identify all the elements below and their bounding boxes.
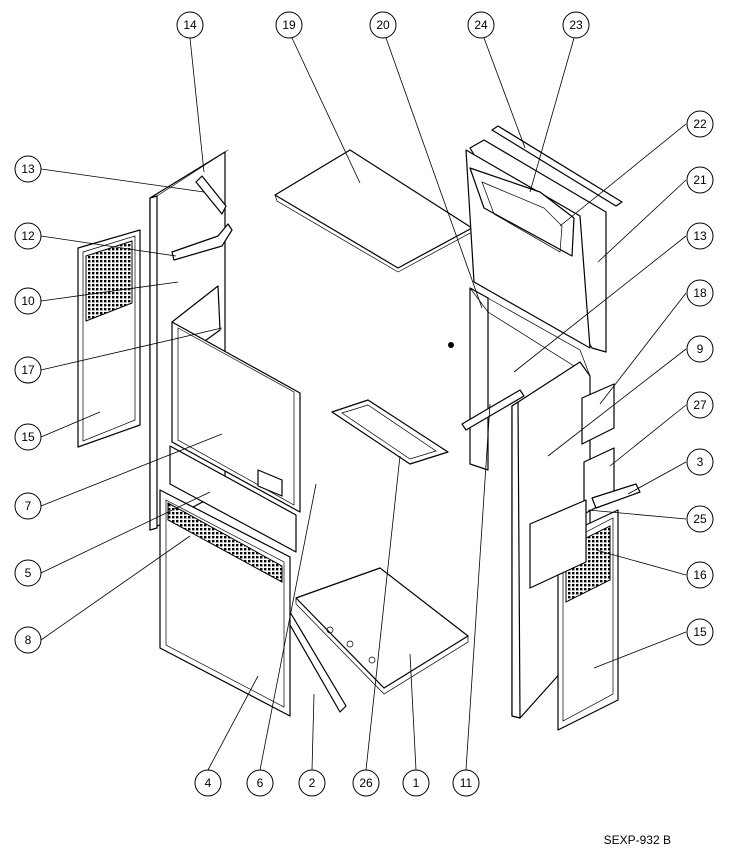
part-3-bracket: [591, 483, 641, 509]
callout-12: 12: [14, 222, 42, 250]
svg-text:11: 11: [460, 776, 473, 790]
svg-text:19: 19: [282, 18, 296, 32]
callout-7: 7: [14, 492, 42, 520]
part-23-opening: [469, 167, 575, 257]
svg-text:25: 25: [693, 512, 707, 526]
callout-4: 4: [194, 769, 222, 797]
svg-text:7: 7: [25, 499, 32, 513]
callout-2: 2: [298, 769, 326, 797]
callout-24: 24: [467, 11, 495, 39]
svg-text:1: 1: [413, 776, 420, 790]
svg-text:8: 8: [25, 633, 32, 647]
callout-20: 20: [369, 11, 397, 39]
part-5-lower-panel: [169, 445, 297, 553]
callout-17: 17: [14, 356, 42, 384]
svg-text:15: 15: [693, 625, 707, 639]
part-13-right-bracket: [461, 389, 525, 431]
svg-text:2: 2: [309, 776, 316, 790]
svg-text:16: 16: [693, 568, 707, 582]
callout-26: 26: [352, 769, 380, 797]
svg-text:24: 24: [474, 18, 488, 32]
part-19-top-cover: [274, 149, 473, 273]
callout-6: 6: [246, 769, 274, 797]
svg-text:10: 10: [21, 294, 35, 308]
part-12-bracket: [171, 223, 233, 261]
callout-11: 11: [452, 769, 480, 797]
svg-text:18: 18: [693, 286, 707, 300]
svg-text:26: 26: [359, 776, 373, 790]
svg-text:22: 22: [693, 117, 707, 131]
part-21-upper-box: [465, 139, 607, 353]
fastener-point: [448, 342, 454, 348]
callout-5: 5: [14, 559, 42, 587]
part-7-inner-panel: [171, 321, 301, 513]
part-4-front-door: [159, 489, 291, 717]
right-lower-panel: [529, 499, 587, 589]
callout-15-left: 15: [14, 423, 42, 451]
callout-19: 19: [275, 11, 303, 39]
callout-15-right: 15: [686, 618, 714, 646]
svg-text:27: 27: [693, 398, 707, 412]
svg-text:17: 17: [21, 363, 35, 377]
part-9-panel: [581, 383, 615, 445]
part-15-left-panel: [77, 229, 141, 448]
drawing-reference-code: SEXP-932 B: [603, 833, 671, 847]
callout-21: 21: [686, 166, 714, 194]
callout-25: 25: [686, 505, 714, 533]
svg-text:21: 21: [693, 173, 707, 187]
callout-18: 18: [686, 279, 714, 307]
callout-3: 3: [686, 448, 714, 476]
callout-8: 8: [14, 626, 42, 654]
part-14-bracket: [195, 175, 227, 215]
svg-text:15: 15: [21, 430, 35, 444]
callout-27: 27: [686, 391, 714, 419]
part-26-base-frame: [331, 399, 449, 465]
leader-lines: [40, 37, 687, 771]
part-8-grille: [167, 502, 283, 583]
part-6-box: [257, 469, 283, 497]
callout-23: 23: [562, 11, 590, 39]
svg-text:3: 3: [697, 455, 704, 469]
callout-13-right: 13: [686, 222, 714, 250]
callout-13-left: 13: [14, 155, 42, 183]
svg-text:13: 13: [693, 229, 707, 243]
callout-16: 16: [686, 561, 714, 589]
callout-10: 10: [14, 287, 42, 315]
callout-9: 9: [686, 335, 714, 363]
svg-text:6: 6: [257, 776, 264, 790]
callout-22: 22: [686, 110, 714, 138]
svg-text:5: 5: [25, 566, 32, 580]
svg-text:14: 14: [183, 18, 197, 32]
svg-text:9: 9: [697, 342, 704, 356]
svg-text:4: 4: [205, 776, 212, 790]
callout-1: 1: [402, 769, 430, 797]
svg-text:23: 23: [569, 18, 583, 32]
callout-14: 14: [176, 11, 204, 39]
part-1-base-plate: [295, 567, 469, 695]
svg-text:20: 20: [376, 18, 390, 32]
svg-text:12: 12: [21, 229, 35, 243]
svg-text:13: 13: [21, 162, 35, 176]
